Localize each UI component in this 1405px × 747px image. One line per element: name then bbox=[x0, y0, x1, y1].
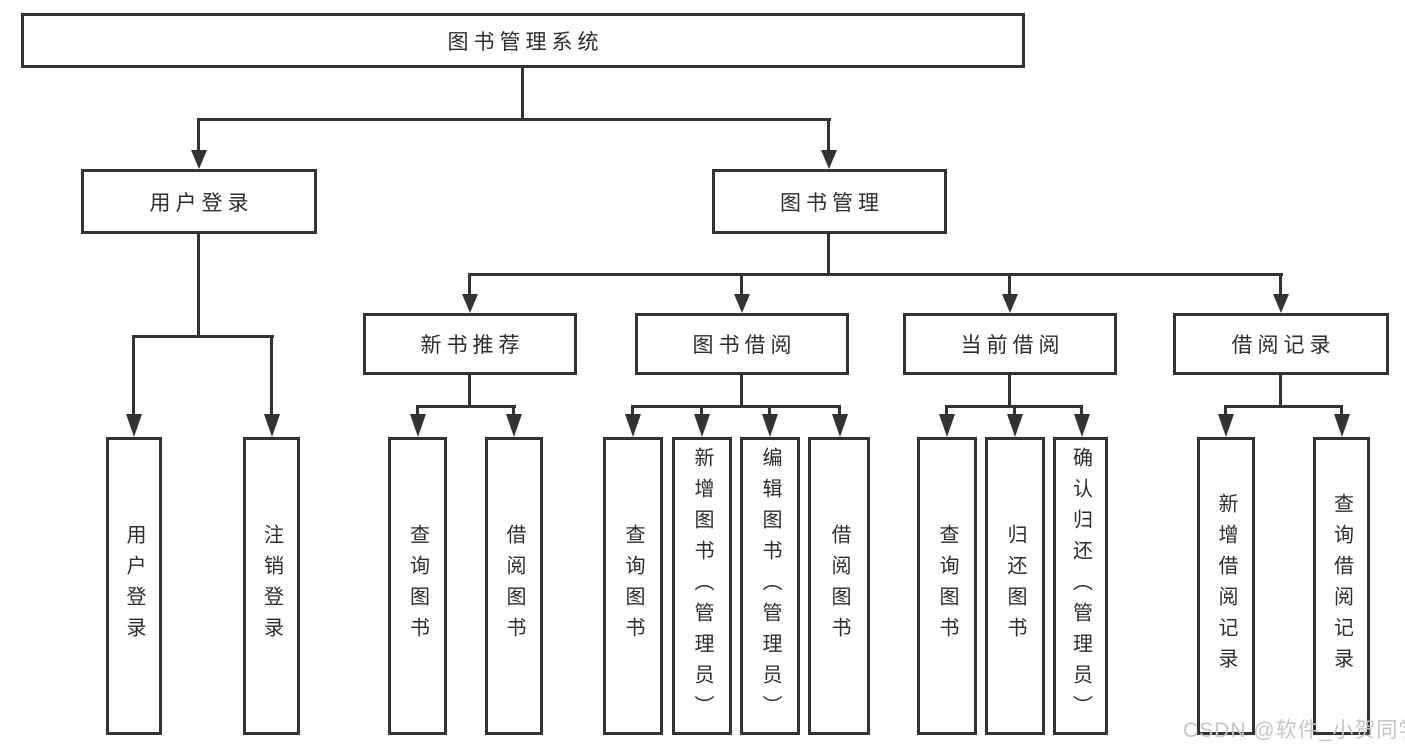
arrowhead-query-book-2 bbox=[625, 414, 641, 437]
arrowhead-edit-book bbox=[762, 414, 778, 437]
leaf-edit-book-admin: 编辑图书（管理员） bbox=[740, 437, 800, 735]
connector-arrow-shaft-query-record bbox=[1340, 405, 1343, 414]
arrowhead-borrow-book-2 bbox=[832, 414, 848, 437]
leaf-borrow-book-under-recommend: 借阅图书 bbox=[485, 437, 543, 735]
leaf-query-book-under-recommend: 查询图书 bbox=[388, 437, 447, 735]
leaf-query-book-under-current-label: 查询图书 bbox=[936, 524, 958, 648]
leaf-borrow-book-under-borrow: 借阅图书 bbox=[808, 437, 870, 735]
arrowhead-book-management bbox=[821, 150, 837, 169]
connector-new-book-recommend-stem bbox=[468, 375, 471, 408]
node-new-book-recommend: 新书推荐 bbox=[363, 313, 577, 375]
connector-book-management-bar bbox=[468, 273, 1283, 276]
leaf-user-login-label: 用户登录 bbox=[123, 524, 145, 648]
connector-arrow-shaft-return-book bbox=[1013, 405, 1016, 414]
arrowhead-leaf-user-login bbox=[126, 414, 142, 437]
node-book-management-label: 图书管理 bbox=[780, 191, 884, 215]
connector-user-login-bar bbox=[132, 335, 274, 338]
arrowhead-current-borrow bbox=[1002, 294, 1018, 313]
arrowhead-add-record bbox=[1218, 414, 1234, 437]
leaf-edit-book-admin-label: 编辑图书（管理员） bbox=[759, 446, 781, 726]
arrowhead-user-login bbox=[191, 150, 207, 169]
arrowhead-return-book bbox=[1007, 414, 1023, 437]
node-borrow-records-label: 借阅记录 bbox=[1231, 334, 1336, 357]
arrowhead-query-book-3 bbox=[939, 414, 955, 437]
node-borrow-records: 借阅记录 bbox=[1173, 313, 1389, 375]
arrowhead-borrow-book-1 bbox=[506, 414, 522, 437]
connector-arrow-shaft-current-borrow bbox=[1008, 273, 1011, 294]
node-new-book-recommend-label: 新书推荐 bbox=[420, 334, 525, 357]
connector-arrow-shaft-leaf-logout bbox=[270, 335, 273, 414]
node-root-label: 图书管理系统 bbox=[447, 30, 604, 54]
leaf-add-borrow-record-label: 新增借阅记录 bbox=[1215, 493, 1237, 679]
connector-arrow-shaft-add-book bbox=[700, 405, 703, 414]
node-book-management: 图书管理 bbox=[712, 169, 947, 234]
arrowhead-new-book-recommend bbox=[462, 294, 478, 313]
leaf-query-book-under-borrow-label: 查询图书 bbox=[622, 524, 644, 648]
leaf-add-book-admin-label: 新增图书（管理员） bbox=[691, 446, 713, 726]
connector-arrow-shaft-new-book-recommend bbox=[468, 273, 471, 294]
connector-arrow-shaft-borrow-book-2 bbox=[838, 405, 841, 414]
connector-book-borrow-stem bbox=[740, 375, 743, 408]
connector-current-borrow-stem bbox=[1008, 375, 1011, 408]
connector-book-management-stem bbox=[827, 234, 830, 276]
connector-arrow-shaft-book-management bbox=[827, 118, 830, 150]
leaf-query-borrow-record: 查询借阅记录 bbox=[1313, 437, 1370, 735]
arrowhead-borrow-records bbox=[1273, 294, 1289, 313]
leaf-return-book: 归还图书 bbox=[985, 437, 1045, 735]
leaf-query-book-under-borrow: 查询图书 bbox=[603, 437, 663, 735]
connector-user-login-stem bbox=[197, 234, 200, 338]
leaf-borrow-book-under-recommend-label: 借阅图书 bbox=[503, 524, 525, 648]
node-root: 图书管理系统 bbox=[21, 13, 1025, 68]
csdn-watermark: CSDN @软件_小贺同学 bbox=[1183, 719, 1405, 742]
connector-arrow-shaft-book-borrow bbox=[740, 273, 743, 294]
connector-root-bar bbox=[197, 118, 831, 121]
connector-arrow-shaft-query-book-1 bbox=[416, 405, 419, 414]
connector-root-stem bbox=[521, 68, 524, 121]
leaf-confirm-return-admin: 确认归还（管理员） bbox=[1053, 437, 1108, 735]
connector-new-book-recommend-bar bbox=[416, 405, 516, 408]
connector-arrow-shaft-query-book-2 bbox=[631, 405, 634, 414]
arrowhead-query-record bbox=[1334, 414, 1350, 437]
arrowhead-confirm-return bbox=[1074, 414, 1090, 437]
node-user-login: 用户登录 bbox=[81, 169, 317, 234]
connector-arrow-shaft-borrow-records bbox=[1279, 273, 1282, 294]
node-user-login-label: 用户登录 bbox=[149, 191, 254, 215]
connector-borrow-records-stem bbox=[1279, 375, 1282, 408]
connector-arrow-shaft-query-book-3 bbox=[945, 405, 948, 414]
connector-arrow-shaft-user-login bbox=[197, 118, 200, 150]
leaf-add-borrow-record: 新增借阅记录 bbox=[1197, 437, 1255, 735]
connector-borrow-records-bar bbox=[1224, 405, 1343, 408]
connector-arrow-shaft-confirm-return bbox=[1080, 405, 1083, 414]
node-book-borrow: 图书借阅 bbox=[635, 313, 849, 375]
connector-arrow-shaft-leaf-user-login bbox=[132, 335, 135, 414]
leaf-borrow-book-under-borrow-label: 借阅图书 bbox=[828, 524, 850, 648]
node-book-borrow-label: 图书借阅 bbox=[692, 334, 797, 357]
leaf-query-book-under-current: 查询图书 bbox=[917, 437, 977, 735]
connector-arrow-shaft-add-record bbox=[1224, 405, 1227, 414]
leaf-query-book-under-recommend-label: 查询图书 bbox=[406, 524, 429, 648]
node-current-borrow: 当前借阅 bbox=[903, 313, 1117, 375]
leaf-query-borrow-record-label: 查询借阅记录 bbox=[1330, 493, 1353, 679]
arrowhead-leaf-logout bbox=[264, 414, 280, 437]
leaf-return-book-label: 归还图书 bbox=[1004, 524, 1026, 648]
leaf-logout: 注销登录 bbox=[243, 437, 300, 735]
arrowhead-add-book bbox=[694, 414, 710, 437]
arrowhead-book-borrow bbox=[734, 294, 750, 313]
node-current-borrow-label: 当前借阅 bbox=[960, 334, 1065, 357]
arrowhead-query-book-1 bbox=[410, 414, 426, 437]
leaf-logout-label: 注销登录 bbox=[260, 524, 283, 648]
leaf-confirm-return-admin-label: 确认归还（管理员） bbox=[1069, 446, 1092, 726]
connector-arrow-shaft-borrow-book-1 bbox=[512, 405, 515, 414]
leaf-add-book-admin: 新增图书（管理员） bbox=[672, 437, 732, 735]
connector-book-borrow-bar bbox=[631, 405, 841, 408]
connector-arrow-shaft-edit-book bbox=[768, 405, 771, 414]
leaf-user-login: 用户登录 bbox=[106, 437, 162, 735]
